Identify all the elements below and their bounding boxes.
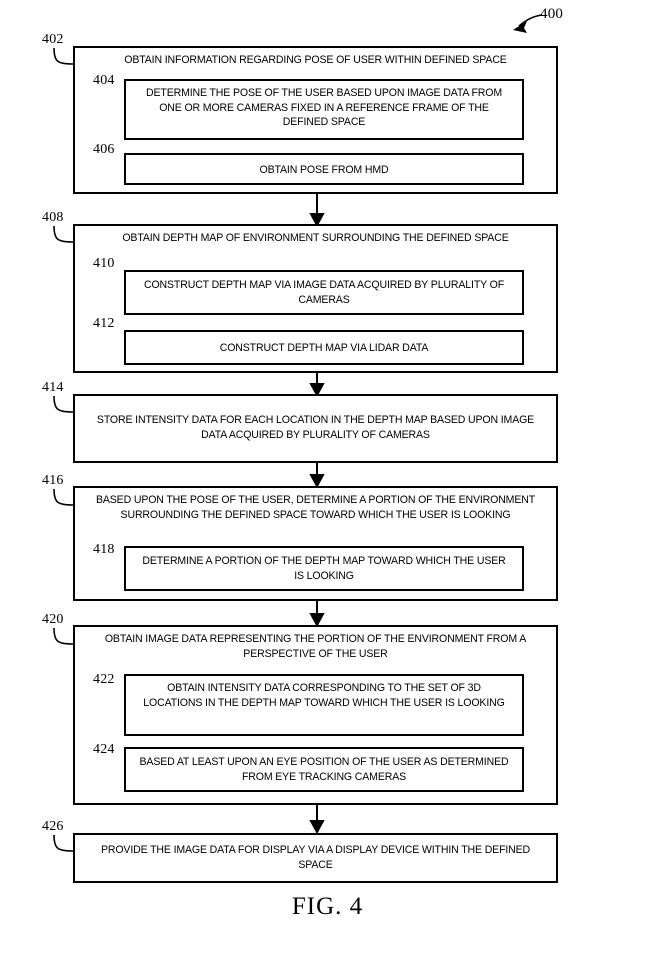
- flow-step-416[interactable]: BASED UPON THE POSE OF THE USER, DETERMI…: [73, 486, 558, 601]
- flow-step-416-ref: 416: [42, 473, 64, 488]
- flow-step-414-label: STORE INTENSITY DATA FOR EACH LOCATION I…: [96, 414, 535, 441]
- flow-step-414[interactable]: STORE INTENSITY DATA FOR EACH LOCATION I…: [73, 394, 558, 463]
- flow-substep-410-ref: 410: [93, 256, 115, 271]
- flow-substep-404-ref: 404: [93, 73, 115, 88]
- flow-step-420-label: OBTAIN IMAGE DATA REPRESENTING THE PORTI…: [104, 633, 527, 660]
- flow-substep-422-label: OBTAIN INTENSITY DATA CORRESPONDING TO T…: [143, 682, 505, 709]
- flow-substep-406-label: OBTAIN POSE FROM HMD: [259, 164, 389, 176]
- flow-substep-418-ref: 418: [93, 542, 115, 557]
- flow-substep-418-label: DETERMINE A PORTION OF THE DEPTH MAP TOW…: [142, 555, 506, 582]
- flow-step-426-label: PROVIDE THE IMAGE DATA FOR DISPLAY VIA A…: [100, 844, 531, 871]
- flow-substep-412-label: CONSTRUCT DEPTH MAP VIA LIDAR DATA: [219, 342, 429, 354]
- flow-step-416-label: BASED UPON THE POSE OF THE USER, DETERMI…: [95, 494, 536, 521]
- flow-substep-424-ref: 424: [93, 742, 115, 757]
- flow-substep-404-label: DETERMINE THE POSE OF THE USER BASED UPO…: [146, 87, 502, 128]
- flow-step-420[interactable]: OBTAIN IMAGE DATA REPRESENTING THE PORTI…: [73, 625, 558, 805]
- flow-substep-406-ref: 406: [93, 142, 115, 157]
- diagram-ref-pointer: [513, 14, 543, 33]
- flow-substep-412[interactable]: CONSTRUCT DEPTH MAP VIA LIDAR DATA: [124, 330, 524, 365]
- flow-step-402-ref: 402: [42, 32, 64, 47]
- flow-substep-404[interactable]: DETERMINE THE POSE OF THE USER BASED UPO…: [124, 79, 524, 140]
- leader-hooks-outer: [53, 47, 74, 852]
- diagram-ref-400: 400: [540, 6, 564, 22]
- flow-substep-410-label: CONSTRUCT DEPTH MAP VIA IMAGE DATA ACQUI…: [143, 279, 505, 306]
- flow-substep-412-ref: 412: [93, 316, 115, 331]
- flow-step-420-ref: 420: [42, 612, 64, 627]
- flow-step-414-ref: 414: [42, 380, 64, 395]
- figure-caption: FIG. 4: [291, 893, 364, 920]
- flow-step-408-label: OBTAIN DEPTH MAP OF ENVIRONMENT SURROUND…: [122, 232, 509, 244]
- flow-substep-406[interactable]: OBTAIN POSE FROM HMD: [124, 153, 524, 185]
- flow-step-426-ref: 426: [42, 819, 64, 834]
- flow-step-408[interactable]: OBTAIN DEPTH MAP OF ENVIRONMENT SURROUND…: [73, 224, 558, 373]
- flow-substep-424-label: BASED AT LEAST UPON AN EYE POSITION OF T…: [139, 756, 509, 783]
- flow-step-426[interactable]: PROVIDE THE IMAGE DATA FOR DISPLAY VIA A…: [73, 833, 558, 883]
- flow-substep-424[interactable]: BASED AT LEAST UPON AN EYE POSITION OF T…: [124, 747, 524, 792]
- flow-substep-422-ref: 422: [93, 672, 115, 687]
- flow-step-402-label: OBTAIN INFORMATION REGARDING POSE OF USE…: [124, 54, 507, 66]
- flow-step-408-ref: 408: [42, 210, 64, 225]
- flow-substep-418[interactable]: DETERMINE A PORTION OF THE DEPTH MAP TOW…: [124, 546, 524, 591]
- flow-substep-422[interactable]: OBTAIN INTENSITY DATA CORRESPONDING TO T…: [124, 674, 524, 736]
- flow-step-402[interactable]: OBTAIN INFORMATION REGARDING POSE OF USE…: [73, 46, 558, 194]
- flow-substep-410[interactable]: CONSTRUCT DEPTH MAP VIA IMAGE DATA ACQUI…: [124, 270, 524, 315]
